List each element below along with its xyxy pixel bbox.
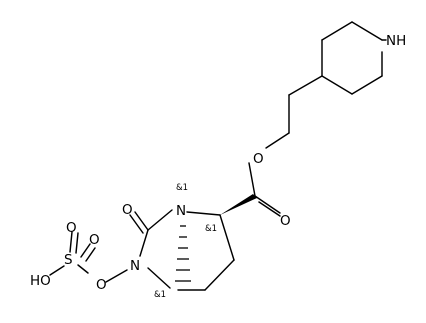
sulfur-oxygen-right-label: O (89, 232, 100, 248)
sulfate-group (49, 231, 128, 283)
urea-oxygen-label: O (122, 202, 133, 218)
stereo-label-c2: &1 (205, 224, 217, 234)
hashed-bond (175, 225, 191, 282)
bicyclic-core (129, 209, 235, 291)
sulfur-label: S (64, 252, 73, 268)
link-oxygen-label: O (96, 277, 107, 293)
ring-nitrogen-label: N (130, 258, 140, 274)
ethyl-linker (265, 75, 323, 149)
wedge-bond (220, 194, 257, 215)
stereo-label-n1: &1 (176, 183, 188, 193)
ester-carbonyl-oxygen-label: O (280, 213, 291, 229)
piperidine-ring (321, 21, 387, 95)
bridge-nitrogen-label: N (176, 203, 186, 219)
nh-atom-label: NH (386, 33, 406, 49)
ester-oxygen-label: O (253, 151, 264, 167)
hydroxyl-label: HO (30, 273, 51, 289)
sulfur-oxygen-top-label: O (66, 220, 77, 236)
stereo-label-c5: &1 (154, 290, 166, 300)
ester-group (248, 162, 281, 217)
